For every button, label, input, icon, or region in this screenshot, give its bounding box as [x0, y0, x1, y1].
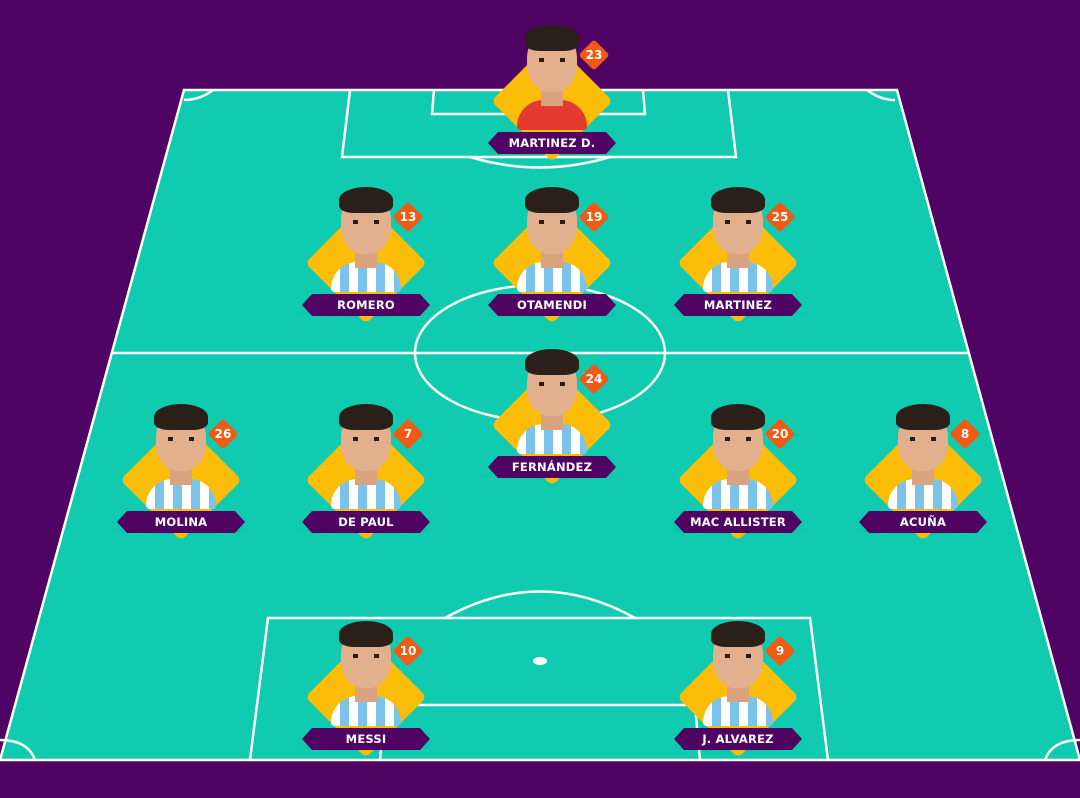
shirt-number: 7: [403, 427, 413, 441]
top-right-corner-arc: [866, 89, 896, 102]
player-photo: [514, 22, 590, 130]
player-photo: [328, 401, 404, 509]
top-left-corner-arc: [183, 89, 214, 102]
player-name: MESSI: [302, 728, 430, 750]
player-photo: [885, 401, 961, 509]
shirt-number: 9: [775, 644, 785, 658]
top-penalty-arc: [469, 155, 611, 169]
player-eyes: [168, 437, 194, 441]
player-hair: [525, 25, 579, 51]
player-eyes: [539, 382, 565, 386]
player-hair: [525, 187, 579, 213]
player-card-otamendi[interactable]: 19 OTAMENDI: [472, 184, 632, 324]
player-neck: [170, 469, 192, 485]
player-card-martinez-d[interactable]: 23 MARTINEZ D.: [472, 22, 632, 162]
player-card-molina[interactable]: 26 MOLINA: [101, 401, 261, 541]
player-eyes: [353, 654, 379, 658]
player-eyes: [910, 437, 936, 441]
player-eyes: [353, 220, 379, 224]
player-hair: [711, 404, 765, 430]
bottom-left-corner-arc: [0, 738, 37, 761]
player-name: OTAMENDI: [488, 294, 616, 316]
bottom-penalty-arc: [444, 590, 636, 620]
shirt-number: 23: [585, 48, 603, 62]
player-neck: [727, 686, 749, 702]
shirt-number: 25: [771, 210, 789, 224]
player-name: DE PAUL: [302, 511, 430, 533]
player-neck: [912, 469, 934, 485]
player-eyes: [539, 58, 565, 62]
player-neck: [541, 414, 563, 430]
player-photo: [514, 346, 590, 454]
player-eyes: [353, 437, 379, 441]
player-card-messi[interactable]: 10 MESSI: [286, 618, 446, 758]
player-hair: [339, 187, 393, 213]
player-neck: [541, 252, 563, 268]
player-photo: [700, 401, 776, 509]
player-neck: [355, 686, 377, 702]
player-name: J. ALVAREZ: [674, 728, 802, 750]
player-hair: [525, 349, 579, 375]
player-hair: [711, 621, 765, 647]
shirt-number: 8: [960, 427, 970, 441]
shirt-number: 19: [585, 210, 603, 224]
player-neck: [355, 252, 377, 268]
player-name: MARTINEZ D.: [488, 132, 616, 154]
player-card-de-paul[interactable]: 7 DE PAUL: [286, 401, 446, 541]
player-card-j-alvarez[interactable]: 9 J. ALVAREZ: [658, 618, 818, 758]
shirt-number: 26: [214, 427, 232, 441]
player-neck: [355, 469, 377, 485]
player-name: ROMERO: [302, 294, 430, 316]
shirt-number: 24: [585, 372, 603, 386]
player-photo: [328, 184, 404, 292]
player-name: MARTINEZ: [674, 294, 802, 316]
player-eyes: [725, 437, 751, 441]
player-hair: [339, 621, 393, 647]
player-name: ACUÑA: [859, 511, 987, 533]
player-neck: [727, 469, 749, 485]
player-photo: [143, 401, 219, 509]
player-hair: [711, 187, 765, 213]
player-eyes: [725, 220, 751, 224]
player-name: MOLINA: [117, 511, 245, 533]
player-card-mac-allister[interactable]: 20 MAC ALLISTER: [658, 401, 818, 541]
player-photo: [700, 618, 776, 726]
player-name: FERNÁNDEZ: [488, 456, 616, 478]
player-hair: [896, 404, 950, 430]
shirt-number: 10: [399, 644, 417, 658]
player-card-acuna[interactable]: 8 ACUÑA: [843, 401, 1003, 541]
pitch-boundary: [0, 88, 1080, 762]
player-photo: [328, 618, 404, 726]
player-card-martinez[interactable]: 25 MARTINEZ: [658, 184, 818, 324]
pitch-lines: [0, 88, 1080, 762]
shirt-number: 20: [771, 427, 789, 441]
player-card-romero[interactable]: 13 ROMERO: [286, 184, 446, 324]
bottom-right-corner-arc: [1043, 738, 1080, 761]
player-photo: [514, 184, 590, 292]
player-neck: [541, 90, 563, 106]
player-hair: [154, 404, 208, 430]
player-eyes: [539, 220, 565, 224]
player-card-fernandez[interactable]: 24 FERNÁNDEZ: [472, 346, 632, 486]
player-hair: [339, 404, 393, 430]
player-eyes: [725, 654, 751, 658]
player-name: MAC ALLISTER: [674, 511, 802, 533]
top-penalty-box: [340, 89, 738, 159]
player-neck: [727, 252, 749, 268]
shirt-number: 13: [399, 210, 417, 224]
bottom-penalty-box: [248, 616, 830, 761]
player-photo: [700, 184, 776, 292]
penalty-spot: [533, 657, 547, 665]
